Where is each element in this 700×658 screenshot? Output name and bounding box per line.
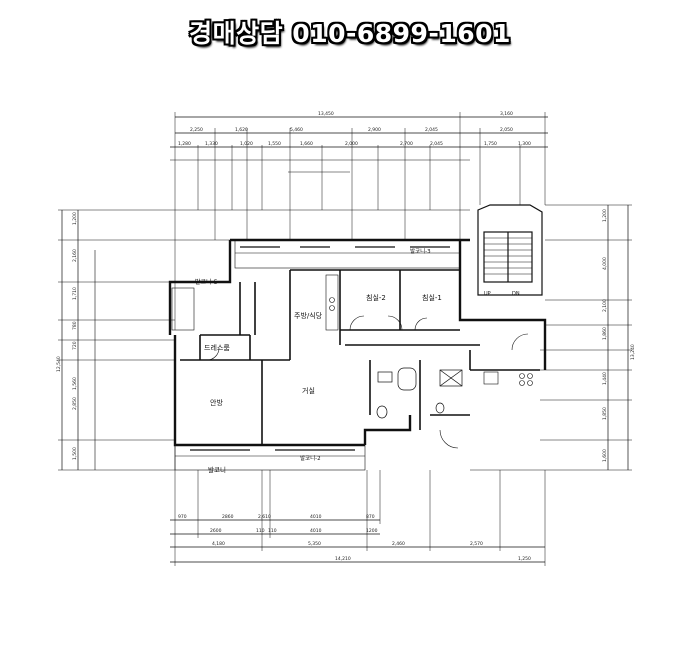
dim-text: 1,500	[72, 447, 78, 460]
room-label-bedroom1: 침실-1	[422, 293, 442, 302]
dim-text: 110	[256, 528, 265, 534]
dim-text: 1,550	[268, 141, 281, 147]
dim-text: 1,560	[72, 377, 78, 390]
room-label-balcony3: 발코니-3	[410, 247, 431, 255]
room-label-living: 거실	[302, 386, 315, 395]
dim-texts-top-row1: 2,250 1,620 5,460 2,900 2,045 2,050	[190, 127, 513, 133]
dim-text: 2,000	[345, 141, 358, 147]
dim-text: 1,440	[602, 372, 608, 385]
dim-text: 5,460	[290, 127, 303, 133]
dim-text: 2,570	[470, 541, 483, 547]
room-label-bedroom2: 침실-2	[366, 293, 386, 302]
interior-walls	[180, 269, 540, 445]
dim-text: 110	[268, 528, 277, 534]
stair-label-up: UP	[484, 291, 491, 297]
room-label-kitchen: 주방/식당	[294, 311, 323, 320]
dim-text-right-overall: 13,240	[630, 344, 636, 360]
dim-text: 2,610	[258, 514, 271, 520]
dim-text: 4,000	[602, 257, 608, 270]
dim-text: 1,200	[602, 209, 608, 222]
consultation-banner: 경매상담 010-6899-1601	[189, 19, 511, 48]
dim-text: 2,700	[400, 141, 413, 147]
stair-treads	[484, 237, 532, 275]
dim-text: 2,050	[500, 127, 513, 133]
dim-text: 4,180	[212, 541, 225, 547]
kitchen-counter	[325, 274, 339, 331]
dim-text-top-overall: 13,450	[318, 111, 334, 117]
dim-text: 1,020	[240, 141, 253, 147]
dim-texts-right-segments: 1,200 4,000 2,100 1,860 1,440 1,850 1,600	[602, 209, 608, 462]
top-extension-lines	[174, 112, 546, 330]
bottom-extension-lines	[174, 440, 546, 566]
dim-text: 1,850	[602, 407, 608, 420]
dim-text: 2,900	[368, 127, 381, 133]
dim-text: 1,330	[205, 141, 218, 147]
room-label-dress: 드레스룸	[204, 343, 230, 352]
dim-text: 1,860	[602, 327, 608, 340]
dim-text: 1,300	[518, 141, 531, 147]
dim-texts-bottom-row3: 4,180 5,350 2,460 2,570	[212, 541, 483, 547]
right-extension-lines	[470, 204, 632, 471]
dim-text: 1,620	[235, 127, 248, 133]
window-frames	[190, 246, 450, 451]
dim-text-bottom-total: 14,210	[335, 556, 351, 562]
room-label-master: 안방	[210, 398, 223, 407]
stair-tower	[477, 204, 543, 296]
dim-text: 5,350	[308, 541, 321, 547]
dim-text: 2,045	[425, 127, 438, 133]
dim-text: 2,250	[190, 127, 203, 133]
dim-text: 720	[72, 341, 78, 350]
dim-text: 2,850	[72, 397, 78, 410]
door-swings	[206, 315, 529, 449]
dim-texts-left-segments: 1,200 2,160 1,710 780 720 1,560 2,850 1,500	[72, 212, 78, 460]
dim-text: 1,280	[178, 141, 191, 147]
dim-text-top-right: 3,160	[500, 111, 513, 117]
dim-text: 4010	[310, 528, 322, 534]
room-label-balcony2: 발코니-2	[300, 454, 321, 462]
dim-text: 2,045	[430, 141, 443, 147]
dim-text: 970	[178, 514, 187, 520]
balcony-rails	[171, 239, 461, 471]
dim-text: 1,600	[602, 449, 608, 462]
dim-text: 1,710	[72, 287, 78, 300]
dim-text: 2,460	[392, 541, 405, 547]
dim-texts-bottom-row1: 970 2860 2,610 4010 870	[178, 514, 375, 520]
dim-texts-top-row2: 1,280 1,330 1,020 1,550 1,660 2,000 2,700 2,045…	[178, 141, 531, 147]
dim-text: 4010	[310, 514, 322, 520]
dim-text: 1200	[366, 528, 378, 534]
utility-fixtures	[483, 371, 533, 386]
dim-text: 1,660	[300, 141, 313, 147]
dim-text: 780	[72, 321, 78, 330]
dim-text: 1,200	[72, 212, 78, 225]
left-extension-lines	[58, 209, 470, 471]
dim-text: 2,160	[72, 249, 78, 262]
room-label-balcony5: 발코니-5	[195, 278, 218, 286]
dim-text: 2600	[210, 528, 222, 534]
dim-text: 1,750	[484, 141, 497, 147]
bathroom-fixtures	[376, 367, 463, 419]
dim-text: 2860	[222, 514, 234, 520]
dim-text-left-overall: 12,540	[56, 356, 62, 372]
dim-text: 870	[366, 514, 375, 520]
dim-text: 2,100	[602, 299, 608, 312]
room-label-balcony: 발코니	[208, 465, 226, 474]
dim-text-bottom-right: 1,250	[518, 556, 531, 562]
stair-label-dn: DN	[512, 291, 520, 297]
